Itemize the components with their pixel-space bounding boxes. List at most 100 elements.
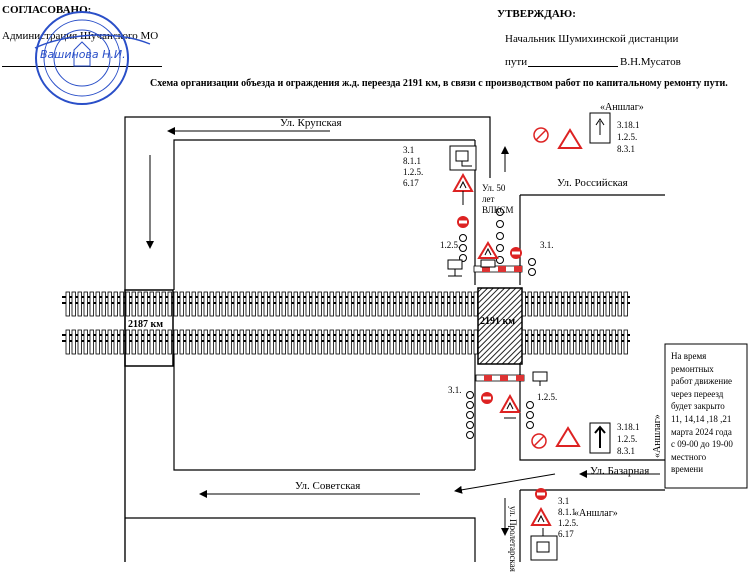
- sleeper: [137, 329, 142, 355]
- sleeper: [71, 329, 76, 355]
- notice-line: работ движение: [671, 376, 733, 387]
- street-vlksm-2: лет: [482, 194, 495, 204]
- sleeper: [449, 291, 454, 317]
- signal-unit-mid: [480, 259, 496, 268]
- delineator-posts: [459, 208, 536, 439]
- street-krupskaya: Ул. Крупская: [280, 117, 342, 129]
- sleeper: [413, 291, 418, 317]
- sleeper: [65, 291, 70, 317]
- sleeper: [215, 291, 220, 317]
- sleeper: [557, 329, 562, 355]
- sleeper: [131, 329, 136, 355]
- sleeper: [365, 291, 370, 317]
- sleeper: [203, 329, 208, 355]
- sleeper: [599, 291, 604, 317]
- sleeper: [233, 291, 238, 317]
- sleeper: [533, 291, 538, 317]
- roadworks-sign-bottom: [530, 506, 552, 526]
- sleeper: [245, 329, 250, 355]
- sleeper: [221, 329, 226, 355]
- sleeper: [527, 329, 532, 355]
- sleeper: [551, 291, 556, 317]
- sleeper: [341, 329, 346, 355]
- crossing-box-2187: [124, 289, 174, 367]
- sleeper: [119, 329, 124, 355]
- sleeper: [191, 329, 196, 355]
- sleeper: [563, 291, 568, 317]
- signal-unit-right: [532, 371, 548, 386]
- sign-label-lower-125: 1.2.5.: [537, 392, 558, 402]
- signature: Вашинова Н.И.: [40, 48, 126, 61]
- sleeper: [125, 291, 130, 317]
- official-stamp: [34, 11, 151, 105]
- anshlag-side: «Аншлаг»: [652, 414, 663, 458]
- crossing-label-2187: 2187 км: [128, 319, 164, 330]
- sleeper: [443, 291, 448, 317]
- sleeper: [527, 291, 532, 317]
- street-bazarnaya: Ул. Базарная: [590, 465, 650, 477]
- sleeper: [545, 291, 550, 317]
- notice-line: марта 2024 года: [671, 426, 732, 437]
- sleeper: [155, 291, 160, 317]
- sleeper: [539, 329, 544, 355]
- roadworks-sign-top: [452, 172, 474, 205]
- roadworks-sign-lower: [499, 393, 521, 419]
- sleeper: [617, 329, 622, 355]
- sleeper: [431, 329, 436, 355]
- sleeper: [113, 329, 118, 355]
- sleeper: [311, 329, 316, 355]
- sleeper: [587, 291, 592, 317]
- sleeper: [371, 329, 376, 355]
- sleeper: [341, 291, 346, 317]
- sleeper: [359, 329, 364, 355]
- notice-line: времени: [671, 464, 704, 475]
- sleeper: [245, 291, 250, 317]
- sleeper: [473, 329, 478, 355]
- scheme-subtitle: Схема организации объезда и ограждения ж…: [150, 78, 728, 89]
- sleeper: [149, 329, 154, 355]
- street-vlksm-3: ВЛКСМ: [482, 205, 514, 215]
- sleeper: [203, 291, 208, 317]
- sleeper: [179, 291, 184, 317]
- sleeper: [317, 291, 322, 317]
- sleeper: [437, 329, 442, 355]
- sleeper: [107, 329, 112, 355]
- sign-label-top-1: 3.1: [403, 145, 415, 155]
- sleeper: [119, 291, 124, 317]
- notice-line: ремонтных: [671, 363, 714, 374]
- sleeper: [473, 291, 478, 317]
- sleeper: [197, 329, 202, 355]
- sleeper: [353, 291, 358, 317]
- street-lines: [124, 116, 665, 562]
- sleeper: [593, 329, 598, 355]
- sleeper: [329, 329, 334, 355]
- sleeper: [395, 329, 400, 355]
- sleeper: [251, 329, 256, 355]
- sleeper: [83, 329, 88, 355]
- sleeper: [299, 329, 304, 355]
- detour-sign-top: [449, 145, 477, 171]
- sleeper: [113, 291, 118, 317]
- street-vlksm-1: Ул. 50: [482, 183, 506, 193]
- sleeper: [593, 291, 598, 317]
- block-mid-2: 1.2.5.: [617, 434, 638, 444]
- roadworks-sign-left: [477, 241, 499, 259]
- sign-label-left-125: 1.2.5.: [440, 240, 461, 250]
- sleeper: [323, 329, 328, 355]
- sleeper: [605, 329, 610, 355]
- approve-position: Начальник Шумихинской дистанции: [505, 33, 679, 45]
- street-rossiyskaya: Ул. Российская: [557, 177, 628, 189]
- sleeper: [575, 329, 580, 355]
- sleeper: [77, 291, 82, 317]
- sleeper: [467, 329, 472, 355]
- sign-label-bottom-2: 8.1.1: [558, 507, 576, 517]
- sign-label-bottom-3: 1.2.5.: [558, 518, 579, 528]
- sleeper: [215, 329, 220, 355]
- block-top-2: 1.2.5.: [617, 132, 638, 142]
- sleeper: [383, 291, 388, 317]
- sleeper: [269, 291, 274, 317]
- sleeper: [167, 291, 172, 317]
- sleeper: [377, 291, 382, 317]
- sleeper: [89, 329, 94, 355]
- sleeper: [161, 329, 166, 355]
